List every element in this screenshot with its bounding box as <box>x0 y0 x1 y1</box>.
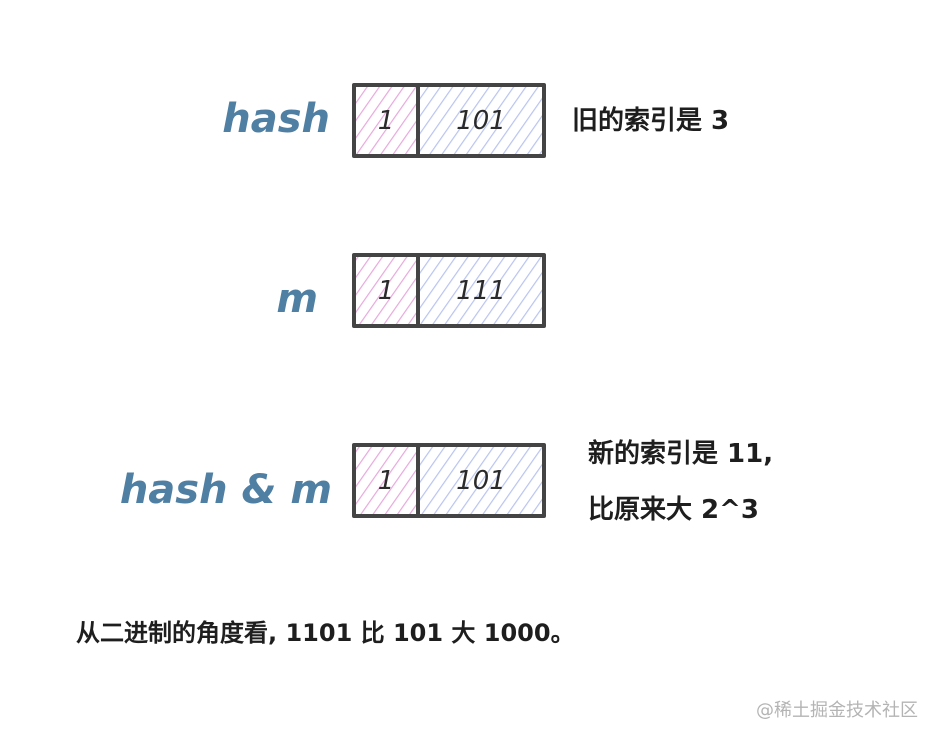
row-label-hash: hash <box>222 96 330 142</box>
low-bits-value: 111 <box>456 276 506 306</box>
old-index-note: 旧的索引是 3 <box>572 105 729 136</box>
high-bit-value: 1 <box>378 466 395 496</box>
high-bit-value: 1 <box>378 276 395 306</box>
watermark: @稀土掘金技术社区 <box>756 700 918 721</box>
high-bit-cell <box>354 445 418 516</box>
low-bits-cell <box>418 445 544 516</box>
low-bits-cell <box>418 255 544 326</box>
row-label-hash-and-m: hash & m <box>120 467 332 513</box>
box-border <box>352 253 546 328</box>
row-hash-and-m: hash & m 1 101 新的索引是 11, 比原来大 2^3 <box>120 438 773 525</box>
box-border <box>352 443 546 518</box>
row-hash: hash 1 101 旧的索引是 3 <box>222 83 729 158</box>
new-index-note-line-2: 比原来大 2^3 <box>588 495 759 525</box>
low-bits-value: 101 <box>456 466 506 496</box>
row-m: m 1 111 <box>276 253 546 328</box>
high-bit-cell <box>354 85 418 156</box>
bit-box-hash: 1 101 <box>352 83 546 158</box>
high-bit-cell <box>354 255 418 326</box>
new-index-note-line-1: 新的索引是 11, <box>588 438 773 469</box>
low-bits-cell <box>418 85 544 156</box>
row-label-m: m <box>276 276 318 322</box>
box-border <box>352 83 546 158</box>
high-bit-value: 1 <box>378 106 395 136</box>
low-bits-value: 101 <box>456 106 506 136</box>
bit-box-hash-and-m: 1 101 <box>352 443 546 518</box>
binary-explanation-caption: 从二进制的角度看, 1101 比 101 大 1000。 <box>76 619 575 647</box>
bit-box-m: 1 111 <box>352 253 546 328</box>
